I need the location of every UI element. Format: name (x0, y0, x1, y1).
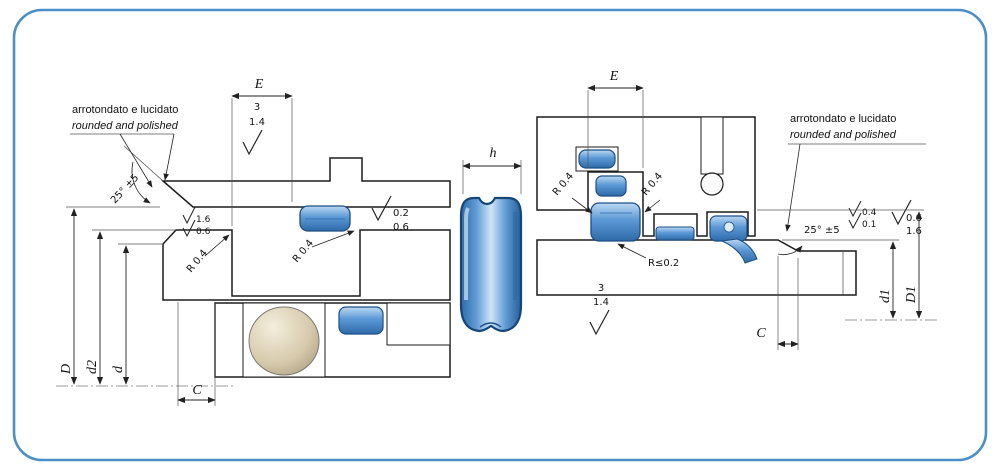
cylinder-bore-section (160, 157, 451, 208)
radius-leader-right-view-left (571, 197, 593, 214)
edge-break-symbol-right-top (848, 200, 862, 218)
rough-rod-value-1: 3 (598, 283, 604, 294)
edge-break-symbol-top (182, 206, 196, 225)
surface-finish-symbol-face (371, 195, 392, 222)
housing-section (536, 116, 756, 237)
backup-ring-cross-section (655, 226, 695, 241)
surface-finish-symbol-bore (891, 199, 912, 226)
bolt-shaft (700, 116, 724, 175)
angle-arc-right (777, 245, 803, 255)
dim-label-E-left: E (254, 77, 264, 92)
wiper-lip (720, 238, 758, 264)
seal-cap-cross-section (299, 205, 351, 232)
piston-groove-section (162, 229, 451, 301)
left-view: 25° ±5 D d2 d C E (56, 77, 451, 406)
note-leader-left-2 (163, 133, 175, 181)
rough-bore-value-1: 0.6 (906, 213, 922, 224)
edge-break-value-bottom: 0.6 (196, 227, 211, 237)
energizer-cross-section (595, 175, 627, 197)
dim-label-D: D (59, 364, 74, 375)
edge-break-symbol-right-bottom (848, 212, 862, 230)
note-line2-left: rounded and polished (72, 120, 179, 132)
note-line1-left: arrotondato e lucidato (72, 104, 178, 116)
seal-profile-bottom-notch (479, 322, 502, 328)
radius-seal-label: R≤0.2 (648, 258, 679, 269)
dim-label-E-right: E (609, 69, 619, 84)
seal-profile: h (459, 146, 523, 333)
dim-label-C-right: C (756, 326, 766, 341)
dim-label-C-left: C (192, 383, 202, 398)
note-leader-left-1 (119, 133, 153, 188)
oring-cross-section (578, 149, 616, 169)
note-leader-right (785, 143, 801, 232)
edge-break-value-top: 1.6 (196, 215, 211, 225)
rod-section (536, 239, 857, 296)
bolt-ball-detail (700, 172, 724, 196)
edge-break-value-right-top: 0.4 (862, 208, 877, 218)
wiper-oring-detail (723, 221, 735, 233)
radius-leader-right-view-right (644, 199, 661, 213)
dim-label-h: h (490, 146, 497, 161)
edge-break-value-right-bottom: 0.1 (862, 220, 876, 230)
dim-label-d: d (111, 365, 126, 373)
surface-finish-symbol-flank (242, 129, 263, 156)
dim-label-d2: d2 (85, 360, 100, 374)
rough-flank-value-2: 1.4 (249, 117, 265, 128)
seal-profile-highlight (464, 207, 470, 300)
secondary-seal-cross-section (338, 306, 384, 335)
note-line1-right: arrotondato e lucidato (790, 113, 896, 125)
main-seal-cross-section (590, 202, 641, 242)
seal-profile-body (459, 196, 523, 333)
rough-face-value-1: 0.2 (393, 208, 409, 219)
dim-label-d1: d1 (878, 289, 893, 303)
surface-finish-symbol-rod (589, 309, 610, 336)
radius-leader-right (311, 230, 355, 248)
radius-leader-left (204, 234, 230, 257)
rough-face-value-2: 0.6 (393, 222, 409, 233)
radius-seal-leader (617, 243, 647, 259)
rough-rod-value-2: 1.4 (593, 297, 609, 308)
rough-flank-value-1: 3 (254, 102, 260, 113)
note-line2-right: rounded and polished (790, 129, 897, 141)
rough-bore-value-2: 1.6 (906, 226, 922, 237)
edge-break-symbol-bottom (182, 219, 196, 238)
bearing-ball (248, 306, 320, 376)
bore-window-section (386, 302, 451, 346)
dim-label-D1: D1 (904, 286, 919, 304)
right-angle-label: 25° ±5 (804, 225, 840, 236)
angle-arc (131, 161, 151, 204)
